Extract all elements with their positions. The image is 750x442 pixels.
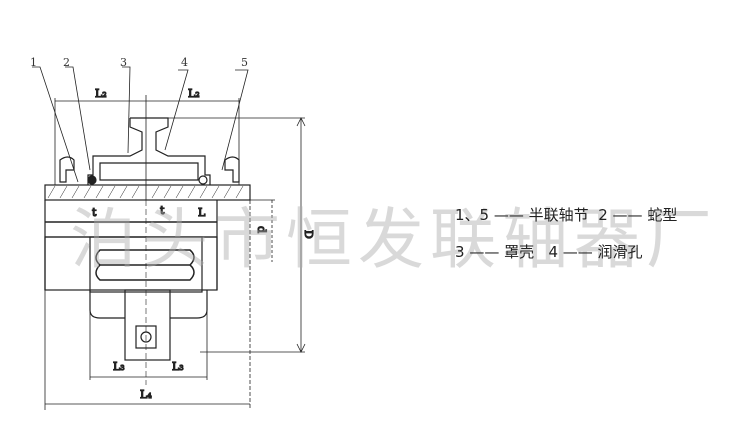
part-number-5: 5 [241, 56, 248, 69]
watermark: 泊头市恒发联轴器厂 [70, 201, 718, 278]
cover-shell [59, 117, 240, 185]
legend-dash: —— [493, 206, 524, 224]
legend-label: 罩壳 [504, 243, 535, 261]
dim-l: L [198, 206, 206, 219]
dim-t: t [160, 204, 165, 217]
legend-dash: —— [469, 243, 500, 261]
part-leaders [32, 66, 249, 183]
dim-outer-d: D [302, 230, 315, 239]
legend-label: 润滑孔 [597, 243, 643, 261]
dim-l2-right: L₂ [188, 87, 200, 100]
legend-num: 4 [548, 243, 558, 261]
legend-num: 1、5 [455, 206, 490, 224]
top-dimension [54, 95, 240, 200]
part-number-4: 4 [181, 56, 188, 69]
dim-l3-right: L₃ [172, 360, 184, 373]
part-number-3: 3 [120, 56, 127, 69]
dim-l2-left: L₂ [95, 87, 107, 100]
bottom-dimensions [44, 200, 251, 410]
dim-t-left: t [92, 206, 97, 219]
d-dimension [168, 117, 306, 353]
legend-label: 蛇型 [647, 206, 678, 224]
part-number-1: 1 [30, 56, 37, 69]
legend-num: 2 [598, 206, 608, 224]
serpentine-spring [95, 249, 195, 281]
legend-dash: —— [612, 206, 643, 224]
legend-num: 3 [455, 243, 465, 261]
dim-l4: L₄ [140, 388, 152, 401]
legend-label: 半联轴节 [528, 206, 589, 224]
legend-dash: —— [562, 243, 593, 261]
part-number-2: 2 [63, 56, 70, 69]
dim-d: d [255, 226, 268, 233]
hub-flange [44, 184, 251, 201]
legend-row-2: 3 —— 罩壳 4 —— 润滑孔 [455, 241, 643, 262]
dim-l3-left: L₃ [113, 360, 125, 373]
legend-row-1: 1、5 —— 半联轴节 2 —— 蛇型 [455, 204, 677, 225]
